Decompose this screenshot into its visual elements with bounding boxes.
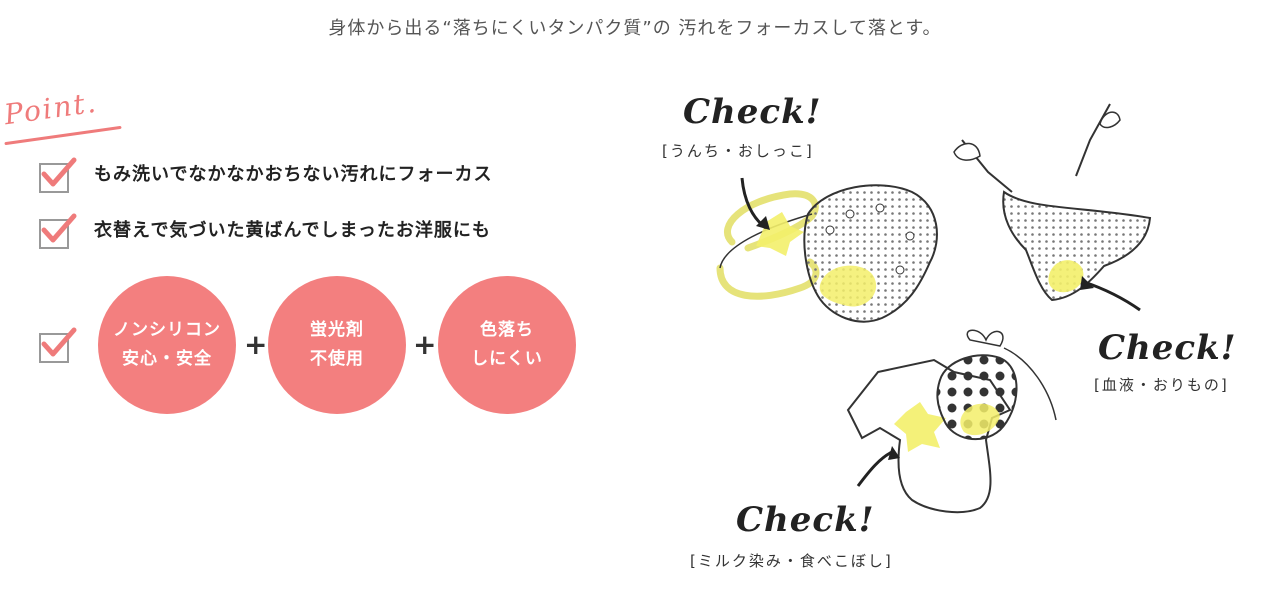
feature-circle-non-silicone: ノンシリコン 安心・安全 [98,276,236,414]
feature-line2: 不使用 [310,349,364,369]
checklist-text: 衣替えで気づいた黄ばんでしまったお洋服にも [94,220,491,241]
check-subtitle: [ミルク染み・食べこぼし] [690,552,893,570]
checklist-item: 衣替えで気づいた黄ばんでしまったお洋服にも [38,212,491,249]
checkmark-icon [38,212,77,249]
check-title: Check! [1098,328,1237,368]
check-subtitle: [血液・おりもの] [1094,376,1229,394]
checkmark-icon [38,326,77,363]
checklist-item-features [38,326,77,363]
plus-sign: + [244,328,268,361]
checklist-text: もみ洗いでなかなかおちない汚れにフォーカス [94,164,493,185]
underwear-illustration [953,103,1152,312]
check-title: Check! [683,92,822,132]
feature-line1: 蛍光剤 [310,320,364,341]
feature-line2: 安心・安全 [122,349,212,369]
check-title: Check! [736,500,875,540]
check-subtitle: [うんち・おしっこ] [662,142,814,160]
diaper-illustration [716,177,938,323]
headline: 身体から出る“落ちにくいタンパク質”の 汚れをフォーカスして落とす。 [328,18,942,39]
plus-sign: + [413,328,437,361]
feature-circle-no-fluorescent: 蛍光剤 不使用 [268,276,406,414]
feature-line2: しにくい [471,349,543,369]
checkmark-icon [38,156,77,193]
feature-line1: 色落ち [480,320,534,341]
feature-circle-colorfast: 色落ち しにくい [438,276,576,414]
feature-line1: ノンシリコン [113,320,221,341]
checklist-item: もみ洗いでなかなかおちない汚れにフォーカス [38,156,493,193]
bodysuit-illustration [846,329,1057,514]
